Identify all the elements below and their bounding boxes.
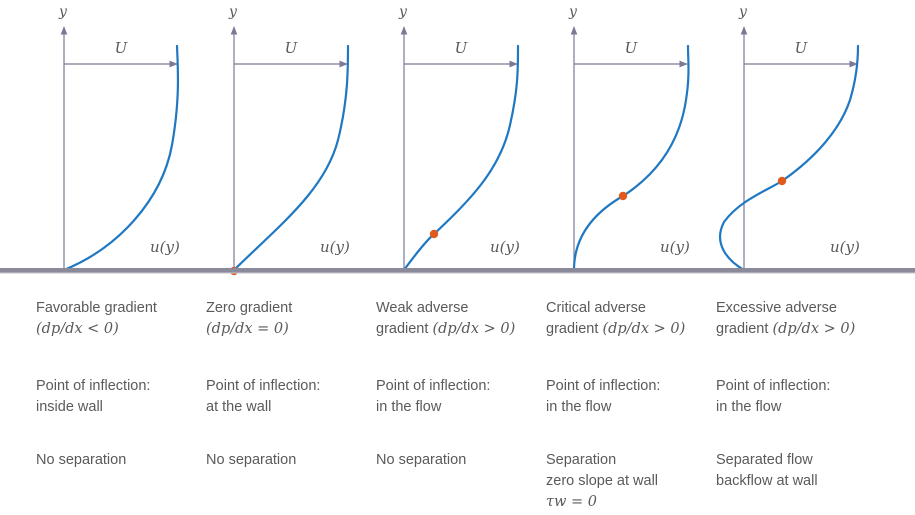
pressure-gradient-text-line: gradient (dp/dx > 0) xyxy=(546,319,714,340)
edge-velocity-label: U xyxy=(285,39,299,57)
wall-surface xyxy=(0,268,915,273)
inflection-point-text: Point of inflection:in the flow xyxy=(376,376,544,418)
pressure-gradient-text-line: (dp/dx < 0) xyxy=(36,319,204,340)
y-axis-label: y xyxy=(228,4,238,20)
inflection-point-text-line: Point of inflection: xyxy=(376,376,544,397)
separation-text: No separation xyxy=(206,450,374,471)
velocity-profile-curve xyxy=(404,46,518,270)
inflection-point-text-line: in the flow xyxy=(376,397,544,418)
pressure-gradient-text-line: Excessive adverse xyxy=(716,298,884,319)
separation-text-line: No separation xyxy=(376,450,544,471)
pressure-gradient-text-line: Weak adverse xyxy=(376,298,544,319)
inflection-point-text-line: in the flow xyxy=(716,397,884,418)
edge-velocity-label: U xyxy=(115,39,129,57)
profile-label: u(y) xyxy=(150,238,180,256)
velocity-profile-curve xyxy=(64,46,178,270)
y-axis-label: y xyxy=(568,4,578,20)
inflection-point-marker xyxy=(430,230,438,238)
edge-velocity-label: U xyxy=(455,39,469,57)
inflection-point-text-line: in the flow xyxy=(546,397,714,418)
pressure-gradient-text-line: gradient (dp/dx > 0) xyxy=(376,319,544,340)
inflection-point-text-line: Point of inflection: xyxy=(206,376,374,397)
separation-text-line: zero slope at wall xyxy=(546,471,714,492)
edge-velocity-label: U xyxy=(795,39,809,57)
profile-label: u(y) xyxy=(320,238,350,256)
separation-text-line: τw = 0 xyxy=(546,492,714,513)
inflection-point-text-line: inside wall xyxy=(36,397,204,418)
separation-text: No separation xyxy=(36,450,204,471)
velocity-profile-curve xyxy=(574,46,689,270)
separation-text-line: Separation xyxy=(546,450,714,471)
inflection-point-text-line: at the wall xyxy=(206,397,374,418)
profile-label: u(y) xyxy=(830,238,860,256)
pressure-gradient-text-line: (dp/dx = 0) xyxy=(206,319,374,340)
inflection-point-text: Point of inflection:inside wall xyxy=(36,376,204,418)
inflection-point-text-line: Point of inflection: xyxy=(546,376,714,397)
separation-text-line: No separation xyxy=(206,450,374,471)
separation-text-line: No separation xyxy=(36,450,204,471)
inflection-point-text: Point of inflection:at the wall xyxy=(206,376,374,418)
inflection-point-text: Point of inflection:in the flow xyxy=(546,376,714,418)
profile-label: u(y) xyxy=(660,238,690,256)
velocity-profile-curve xyxy=(720,46,858,270)
velocity-profile-curve xyxy=(234,46,348,270)
inflection-point-marker xyxy=(778,177,786,185)
pressure-gradient-text-line: gradient (dp/dx > 0) xyxy=(716,319,884,340)
pressure-gradient-text-line: Zero gradient xyxy=(206,298,374,319)
separation-text: No separation xyxy=(376,450,544,471)
profile-label: u(y) xyxy=(490,238,520,256)
y-axis-label: y xyxy=(398,4,408,20)
pressure-gradient-text-line: Favorable gradient xyxy=(36,298,204,319)
inflection-point-text-line: Point of inflection: xyxy=(36,376,204,397)
profile-panel-favorable: yUu(y) xyxy=(58,4,180,270)
separation-text-line: backflow at wall xyxy=(716,471,884,492)
inflection-point-marker xyxy=(619,192,627,200)
profile-panel-weak-adverse: yUu(y) xyxy=(398,4,520,270)
separation-text-line: Separated flow xyxy=(716,450,884,471)
pressure-gradient-text-line: Critical adverse xyxy=(546,298,714,319)
inflection-point-text-line: Point of inflection: xyxy=(716,376,884,397)
inflection-point-text: Point of inflection:in the flow xyxy=(716,376,884,418)
profile-panel-zero: yUu(y) xyxy=(228,4,350,275)
profile-panel-excessive-adverse: yUu(y) xyxy=(720,4,860,270)
edge-velocity-label: U xyxy=(625,39,639,57)
pressure-gradient-text: Favorable gradient(dp/dx < 0) xyxy=(36,298,204,340)
y-axis-label: y xyxy=(738,4,748,20)
y-axis-label: y xyxy=(58,4,68,20)
profile-panel-critical-adverse: yUu(y) xyxy=(568,4,690,270)
pressure-gradient-text: Zero gradient(dp/dx = 0) xyxy=(206,298,374,340)
